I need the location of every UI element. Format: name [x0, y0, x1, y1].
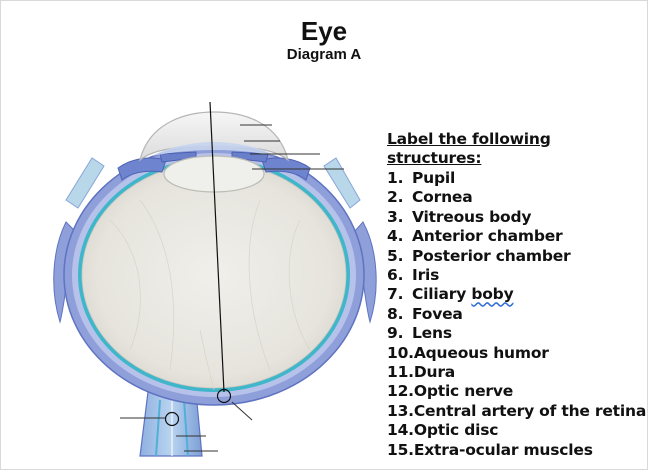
item-number: 15.	[387, 440, 414, 459]
list-item: 15.Extra-ocular muscles	[387, 441, 645, 460]
optic-disc-marker	[164, 411, 180, 427]
list-item: 14.Optic disc	[387, 421, 645, 440]
item-number: 5.	[387, 246, 404, 265]
item-label: Anterior chamber	[412, 227, 563, 246]
label-leader-lines	[120, 124, 344, 452]
item-number: 13.	[387, 401, 414, 420]
item-label: Iris	[412, 266, 440, 285]
item-number: 4.	[387, 227, 404, 246]
list-item: 6. Iris	[387, 266, 645, 285]
structure-list: 1. Pupil 2. Cornea 3. Vitreous body 4. Anter…	[387, 169, 647, 460]
item-label: Aqueous humor	[413, 343, 549, 362]
fovea-marker	[216, 388, 232, 404]
item-number: 11.	[387, 363, 414, 382]
list-item: 9. Lens	[387, 324, 645, 343]
diagram-subtitle: Diagram A	[286, 46, 362, 63]
item-number: 14.	[387, 421, 414, 440]
item-number: 2.	[387, 188, 404, 207]
list-item: 3. Vitreous body	[387, 208, 645, 227]
item-label: Posterior chamber	[412, 246, 571, 265]
item-label: Central artery of the retina	[413, 401, 647, 420]
list-item: 7. Ciliary boby	[387, 285, 645, 304]
item-label: Optic disc	[413, 421, 499, 440]
item-number: 6.	[387, 266, 404, 285]
item-number: 7.	[387, 285, 404, 304]
item-number: 12.	[387, 382, 414, 401]
item-label: Cornea	[412, 188, 473, 207]
list-item: 10.Aqueous humor	[387, 344, 645, 363]
optic-nerve	[139, 391, 203, 457]
item-label: Extra-ocular muscles	[413, 440, 593, 459]
list-item: 13.Central artery of the retina	[387, 401, 647, 421]
label-panel: Label the following structures: 1. Pupil …	[387, 130, 647, 460]
diagram-title: Eye	[300, 16, 348, 46]
item-number: 3.	[387, 207, 404, 226]
item-label: Vitreous body	[412, 207, 532, 226]
list-item: 1. Pupil	[387, 169, 645, 188]
list-item: 12.Optic nerve	[387, 382, 645, 401]
vitreous-texture	[109, 199, 311, 391]
item-label: Dura	[413, 363, 456, 382]
item-number: 9.	[387, 324, 404, 343]
label-heading: Label the following structures:	[387, 130, 551, 167]
item-label: Optic nerve	[413, 382, 514, 401]
item-label: Pupil	[412, 169, 456, 187]
list-item: 11.Dura	[387, 363, 645, 382]
item-label: Fovea	[412, 304, 463, 323]
item-label-misspelled: boby	[471, 285, 514, 304]
list-item: 5. Posterior chamber	[387, 247, 645, 266]
anterior-chamber	[152, 142, 276, 156]
item-label: Ciliary	[412, 285, 467, 304]
item-number: 10.	[387, 343, 414, 362]
list-item: 2. Cornea	[387, 188, 645, 207]
list-item: 8. Fovea	[387, 305, 645, 324]
list-item: 4. Anterior chamber	[387, 227, 645, 246]
item-number: 8.	[387, 304, 404, 323]
central-artery-line	[209, 101, 225, 393]
item-number: 1.	[387, 169, 404, 187]
item-label: Lens	[412, 324, 452, 343]
